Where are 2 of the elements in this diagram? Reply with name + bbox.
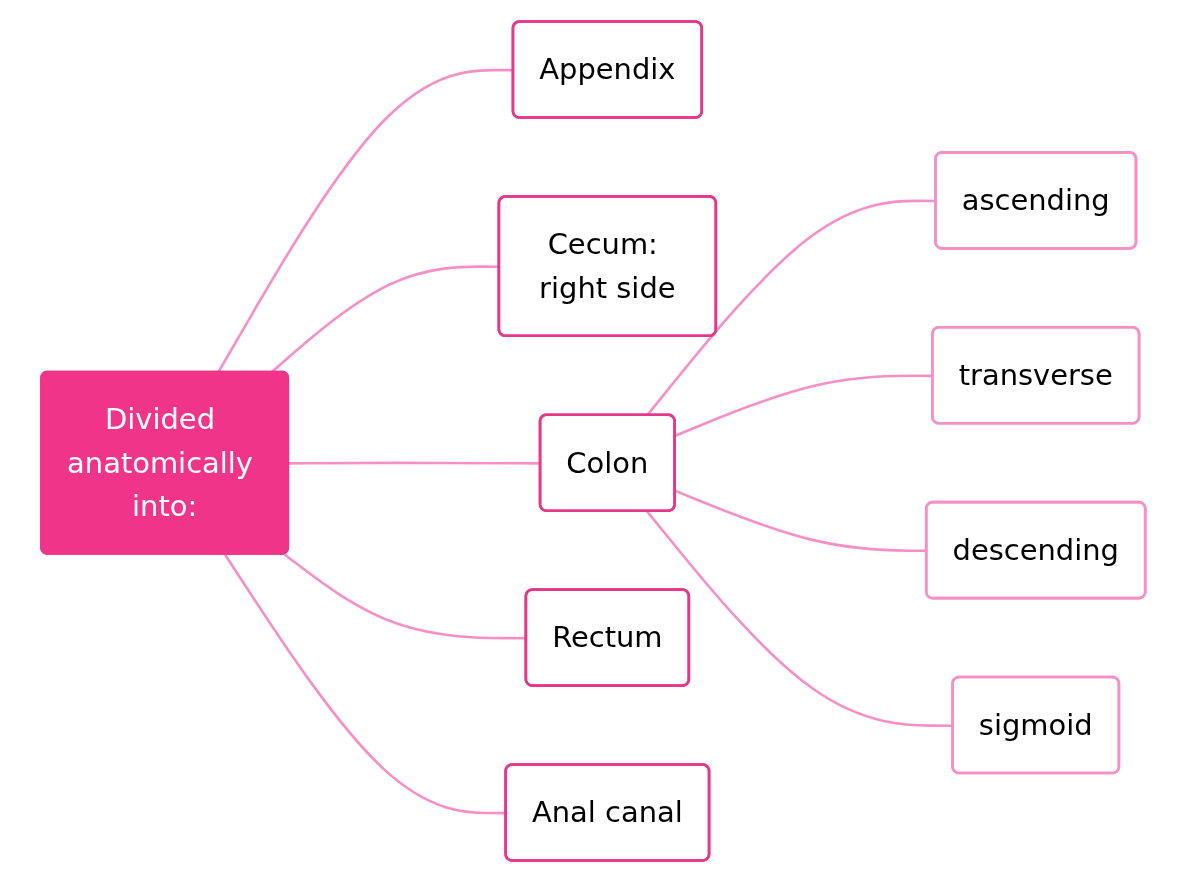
connector [289, 461, 541, 465]
connector [674, 489, 927, 552]
